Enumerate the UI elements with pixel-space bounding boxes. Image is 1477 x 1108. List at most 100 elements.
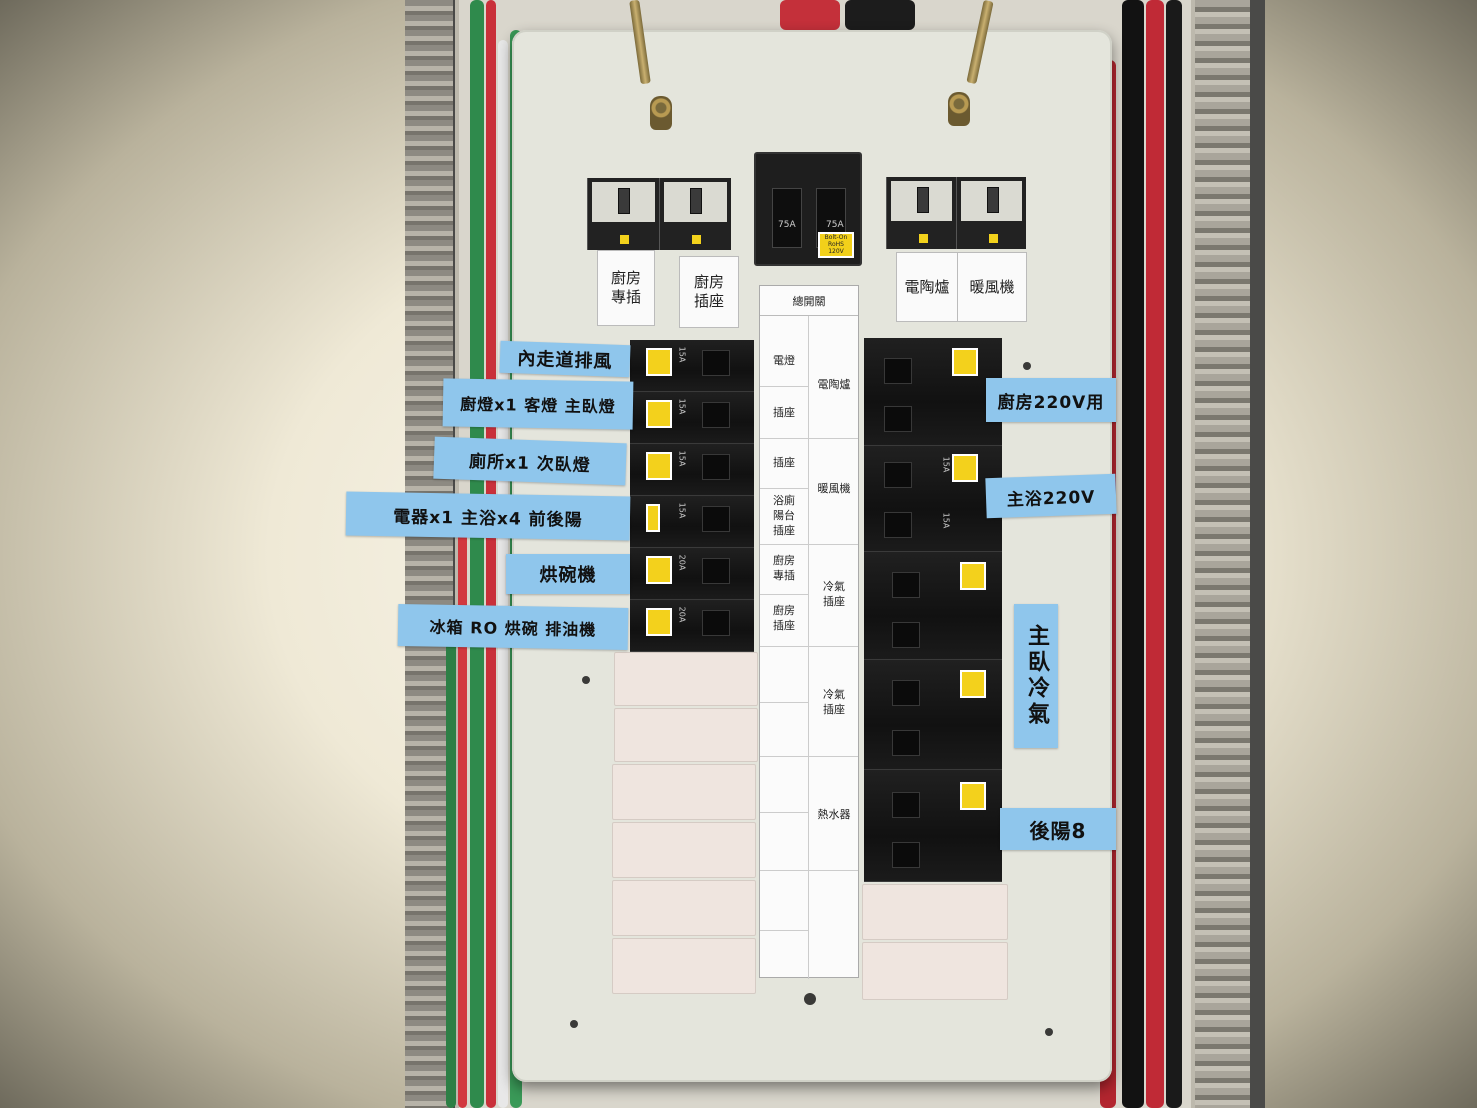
tape-label-left-5: 烘碗機 — [506, 554, 630, 594]
breaker-toggle[interactable] — [702, 350, 730, 376]
directory-entry-right: 冷氣 插座 — [823, 688, 845, 716]
breaker-toggle[interactable] — [884, 462, 912, 488]
wire-white — [498, 40, 508, 1108]
mini-breaker-switch[interactable] — [987, 187, 999, 213]
mini-breaker-bank-left — [587, 178, 731, 250]
breaker-tag — [960, 782, 986, 810]
directory-entry-right: 熱水器 — [817, 807, 851, 821]
directory-row-line — [760, 646, 858, 647]
blank-plate — [614, 708, 758, 762]
breaker-tag — [646, 556, 672, 584]
mini-breaker-switch[interactable] — [690, 188, 702, 214]
breaker-toggle[interactable] — [702, 506, 730, 532]
mini-breaker[interactable] — [587, 178, 659, 250]
screw-icon — [650, 96, 672, 130]
plaster-edge-right — [1190, 0, 1250, 1108]
mini-breaker-switch[interactable] — [917, 187, 929, 213]
directory-row-line — [760, 386, 808, 387]
blank-plate — [862, 884, 1008, 940]
breaker-toggle[interactable] — [892, 792, 920, 818]
breaker-amp: 15A — [677, 450, 687, 467]
breaker-tag — [646, 608, 672, 636]
branch-breaker[interactable]: 15A — [630, 444, 754, 496]
tape-label-left-4: 電器x1 主浴x4 前後陽 — [345, 491, 631, 541]
breaker-toggle[interactable] — [702, 454, 730, 480]
branch-breaker[interactable]: 15A — [630, 392, 754, 444]
breaker-toggle[interactable] — [702, 558, 730, 584]
breaker-amp: 15A — [941, 512, 951, 529]
breaker-toggle[interactable] — [892, 680, 920, 706]
breaker-tag — [952, 348, 978, 376]
mini-breaker[interactable] — [956, 177, 1026, 249]
breaker-toggle[interactable] — [884, 406, 912, 432]
breaker-toggle[interactable] — [702, 610, 730, 636]
breaker-toggle[interactable] — [884, 358, 912, 384]
tape-label-right-2: 主浴220V — [985, 473, 1117, 519]
panel-hole — [582, 676, 590, 684]
breaker-tag — [646, 400, 672, 428]
breaker-amp: 20A — [677, 554, 687, 571]
blank-plate — [614, 652, 758, 706]
screw-icon — [948, 92, 970, 126]
tape-label-left-6: 冰箱 RO 烘碗 排油機 — [397, 603, 629, 651]
tape-label-right-1: 廚房220V用 — [986, 378, 1116, 422]
wire-green — [470, 0, 484, 1108]
breaker-tag — [960, 562, 986, 590]
breaker-toggle[interactable] — [884, 512, 912, 538]
directory-row-line — [760, 702, 808, 703]
mini-breaker-tag — [620, 235, 629, 244]
main-breaker-amp-left: 75A — [778, 220, 796, 230]
directory-entry-right: 冷氣 插座 — [823, 580, 845, 608]
wire-black — [1166, 0, 1182, 1108]
main-breaker-handle[interactable] — [772, 188, 802, 248]
directory-entry-right: 暖風機 — [817, 481, 851, 495]
blank-plate — [612, 822, 756, 878]
mini-breaker-tag — [919, 234, 928, 243]
tape-label-left-1: 內走道排風 — [499, 340, 631, 378]
directory-row-line — [760, 756, 858, 757]
mini-breaker-bank-right — [886, 177, 1026, 249]
directory-row-line — [760, 870, 858, 871]
branch-breaker[interactable] — [864, 770, 1002, 882]
directory-row-line — [808, 438, 858, 439]
directory-row-line — [760, 488, 808, 489]
directory-title: 總開關 — [760, 286, 858, 316]
breaker-toggle[interactable] — [702, 402, 730, 428]
branch-breaker[interactable]: 15A 15A — [864, 446, 1002, 552]
breaker-tag — [646, 452, 672, 480]
branch-breaker[interactable]: 20A — [630, 600, 754, 652]
mini-breaker[interactable] — [659, 178, 731, 250]
mini-breaker-switch[interactable] — [618, 188, 630, 214]
breaker-toggle[interactable] — [892, 730, 920, 756]
branch-breaker[interactable]: 15A — [630, 340, 754, 392]
wire-black-top — [845, 0, 915, 30]
circuit-directory: 總開關 電燈 插座 插座 浴廁 陽台 插座 廚房 專插 廚房 插座 電陶爐 暖風… — [759, 285, 859, 979]
wire-red — [1146, 0, 1164, 1108]
breaker-amp: 15A — [677, 398, 687, 415]
breaker-toggle[interactable] — [892, 622, 920, 648]
wire-black — [1122, 0, 1144, 1108]
branch-breaker[interactable]: 15A — [630, 496, 754, 548]
breaker-column-right: 15A 15A — [864, 338, 1002, 882]
main-breaker[interactable]: 75A 75A Bolt-On RoHS 120V — [754, 152, 862, 266]
wire-red-top — [780, 0, 840, 30]
directory-entry-left: 廚房 專插 — [773, 554, 795, 582]
wire-green — [446, 620, 456, 1108]
directory-row-line — [760, 930, 808, 931]
panel-hole — [570, 1020, 578, 1028]
breaker-tag — [646, 504, 660, 532]
breaker-toggle[interactable] — [892, 572, 920, 598]
breaker-toggle[interactable] — [892, 842, 920, 868]
directory-row-line — [760, 812, 808, 813]
branch-breaker[interactable] — [864, 552, 1002, 660]
branch-breaker[interactable] — [864, 660, 1002, 770]
directory-row-line — [760, 438, 808, 439]
breaker-amp: 15A — [677, 502, 687, 519]
branch-breaker[interactable] — [864, 338, 1002, 446]
mini-breaker[interactable] — [886, 177, 956, 249]
tape-label-right-3: 主臥冷氣 — [1014, 604, 1058, 748]
directory-entry-left: 插座 — [773, 455, 795, 469]
branch-breaker[interactable]: 20A — [630, 548, 754, 600]
plaster-edge-left — [405, 0, 453, 1108]
breaker-tag — [960, 670, 986, 698]
